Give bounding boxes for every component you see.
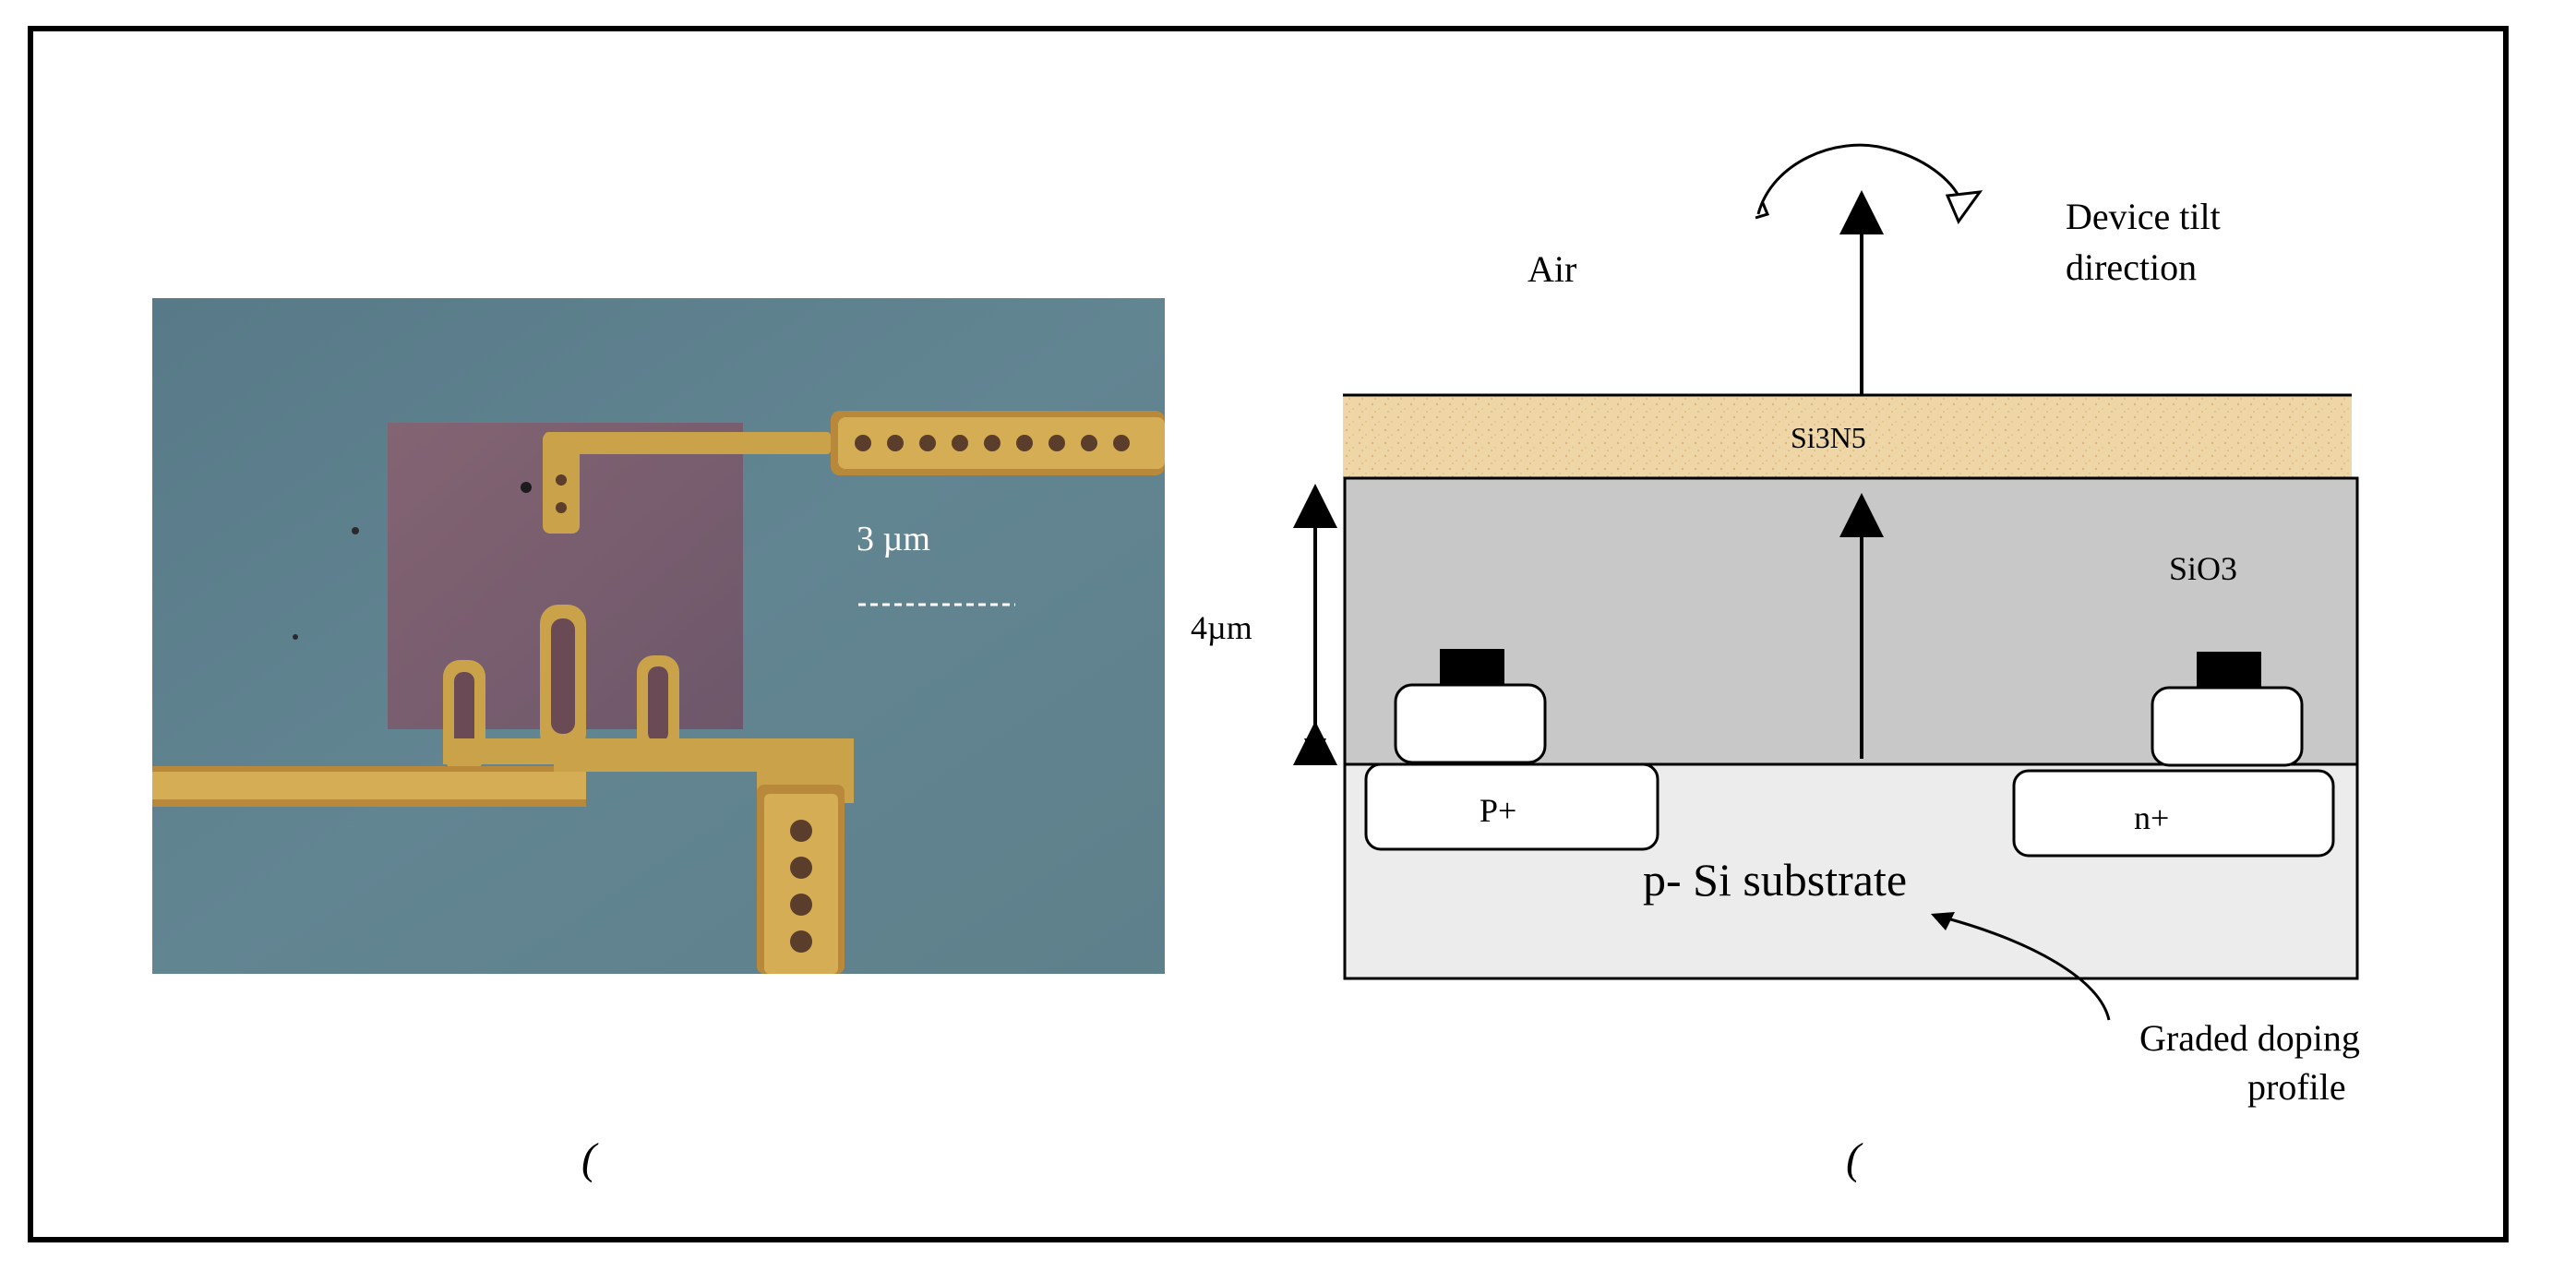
n-plus-label: n+ — [2134, 799, 2170, 836]
n-plus-region — [2012, 769, 2335, 858]
right-contact-metal — [2197, 652, 2261, 689]
oxide-label: SiO3 — [2169, 550, 2238, 587]
thickness-label: 4µm — [1191, 609, 1252, 646]
right-contact-pad — [2151, 686, 2304, 767]
nitride-label: Si3N5 — [1791, 421, 1866, 454]
doping-label-line2: profile — [2247, 1066, 2346, 1108]
doping-label-line1: Graded doping — [2139, 1017, 2360, 1059]
doping-pointer — [1947, 917, 2111, 1021]
p-plus-label: P+ — [1480, 792, 1517, 829]
left-contact-metal — [1440, 649, 1504, 686]
micrograph-fingers — [443, 605, 679, 771]
substrate-label: p- Si substrate — [1643, 854, 1908, 906]
tilt-label-line2: direction — [2066, 246, 2198, 288]
micrograph-pad — [388, 423, 743, 729]
p-plus-region — [1364, 762, 1659, 851]
cross-section — [1293, 143, 2359, 1021]
left-contact-pad — [1394, 683, 1547, 764]
figure-frame — [28, 26, 2509, 1242]
caption-left: ( — [581, 1134, 596, 1183]
tilt-label-line1: Device tilt — [2066, 196, 2221, 237]
caption-right: ( — [1846, 1134, 1861, 1183]
micrograph — [152, 298, 1165, 974]
air-label: Air — [1528, 248, 1577, 290]
tilt-arrow — [1756, 143, 1963, 215]
micrograph-trace-top — [543, 411, 1165, 534]
nitride-layer — [1343, 395, 2352, 478]
scale-bar-label: 3 µm — [857, 520, 930, 558]
micrograph-trace-bottom — [152, 738, 854, 974]
